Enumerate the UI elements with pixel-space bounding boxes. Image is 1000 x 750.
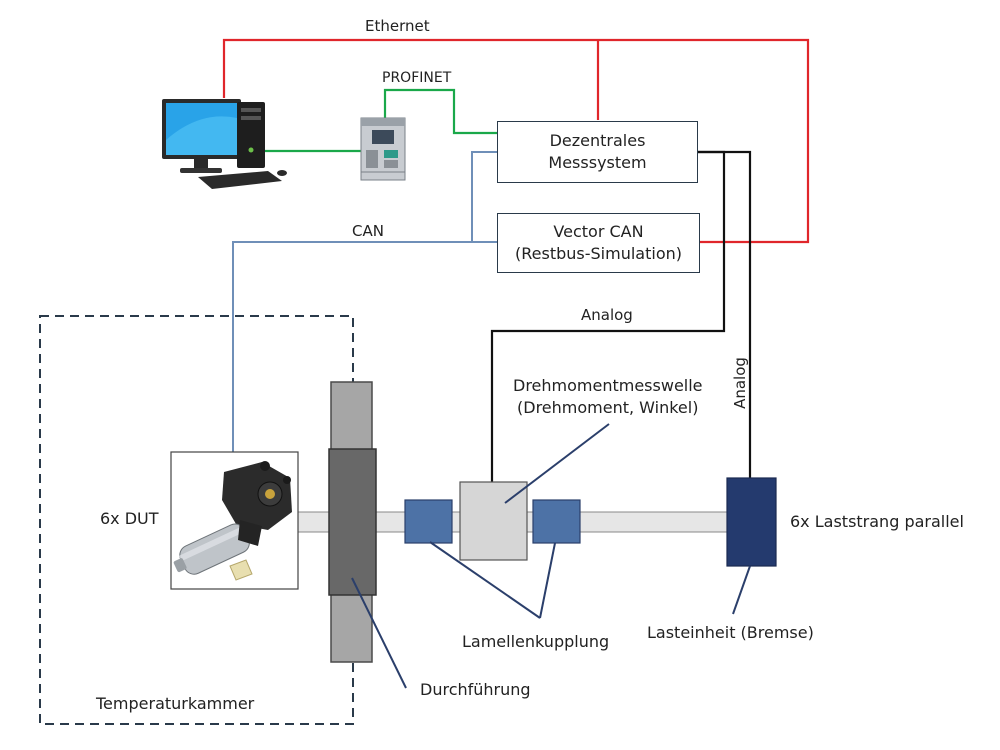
vector-can-box: Vector CAN (Restbus-Simulation) <box>497 213 700 273</box>
window-lift-motor-photo <box>173 461 292 581</box>
can-label: CAN <box>352 222 384 240</box>
parallel-strands-label: 6x Laststrang parallel <box>790 512 964 531</box>
analog-label-vertical: Analog <box>730 357 749 409</box>
leader-feedthrough <box>351 577 407 689</box>
analog-label-horizontal: Analog <box>581 306 633 324</box>
profinet-label: PROFINET <box>382 70 452 86</box>
daq-system-line2: Messsystem <box>548 153 647 172</box>
coupling-label: Lamellenkupplung <box>462 632 610 651</box>
torque-sensor <box>459 481 528 561</box>
profinet-lines <box>262 88 497 153</box>
dut-label: 6x DUT <box>100 509 159 528</box>
feedthrough-label: Durchführung <box>420 680 531 699</box>
leader-torque <box>504 423 610 504</box>
vector-can-line2: (Restbus-Simulation) <box>515 244 682 263</box>
leader-brake <box>732 565 751 615</box>
profinet-line <box>383 88 497 135</box>
ethernet-line-main <box>222 38 810 244</box>
coupling-left <box>404 499 453 544</box>
ethernet-label: Ethernet <box>365 17 430 35</box>
analog-line-brake <box>698 150 752 478</box>
daq-system-line1: Dezentrales <box>549 131 646 150</box>
ethernet-lines <box>222 38 810 244</box>
temperature-chamber-label: Temperaturkammer <box>96 694 255 713</box>
leader-lines <box>351 423 751 689</box>
daq-system-box: Dezentrales Messsystem <box>497 121 698 183</box>
can-lines <box>232 151 497 452</box>
leader-coupling-right <box>539 542 556 619</box>
vector-can-line1: Vector CAN <box>553 222 644 241</box>
leader-coupling-left <box>429 541 541 619</box>
torque-sensor-label-line2: (Drehmoment, Winkel) <box>517 398 699 417</box>
torque-sensor-label-line1: Drehmomentmesswelle <box>513 376 703 395</box>
analog-lines <box>490 150 752 482</box>
feedthrough-inner <box>328 448 377 596</box>
plc-controller-icon <box>360 117 406 181</box>
load-unit-brake <box>726 477 777 567</box>
load-unit-label: Lasteinheit (Bremse) <box>647 623 814 642</box>
coupling-right <box>532 499 581 544</box>
desktop-computer-icon <box>162 99 287 189</box>
